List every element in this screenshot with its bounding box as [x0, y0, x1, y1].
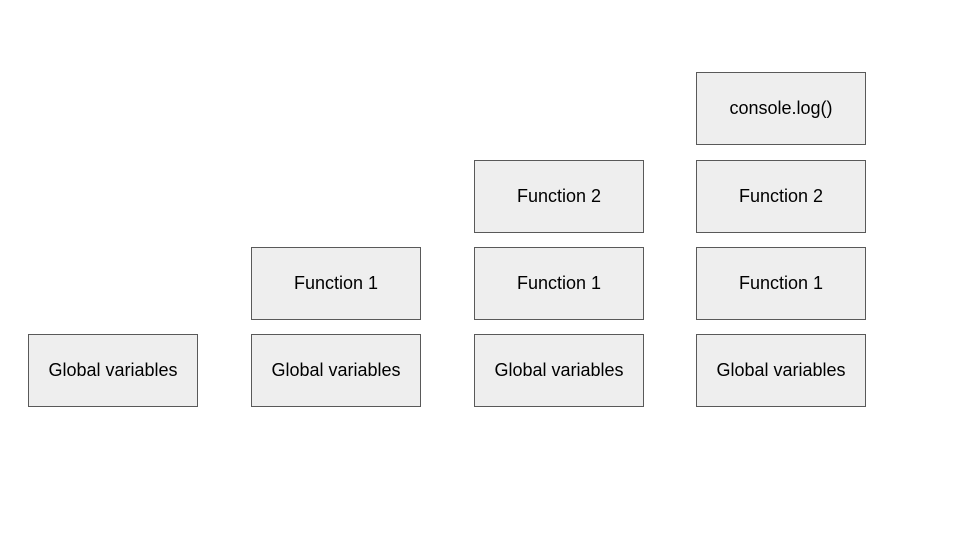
stack-frame-function-2: Function 2: [474, 160, 644, 233]
stack-frame-function-2: Function 2: [696, 160, 866, 233]
stack-frame-function-1: Function 1: [251, 247, 421, 320]
stack-frame-global-variables: Global variables: [251, 334, 421, 407]
stack-frame-function-1: Function 1: [696, 247, 866, 320]
stack-frame-global-variables: Global variables: [474, 334, 644, 407]
stack-frame-console-log: console.log(): [696, 72, 866, 145]
stack-frame-global-variables: Global variables: [28, 334, 198, 407]
stack-frame-function-1: Function 1: [474, 247, 644, 320]
stack-frame-global-variables: Global variables: [696, 334, 866, 407]
